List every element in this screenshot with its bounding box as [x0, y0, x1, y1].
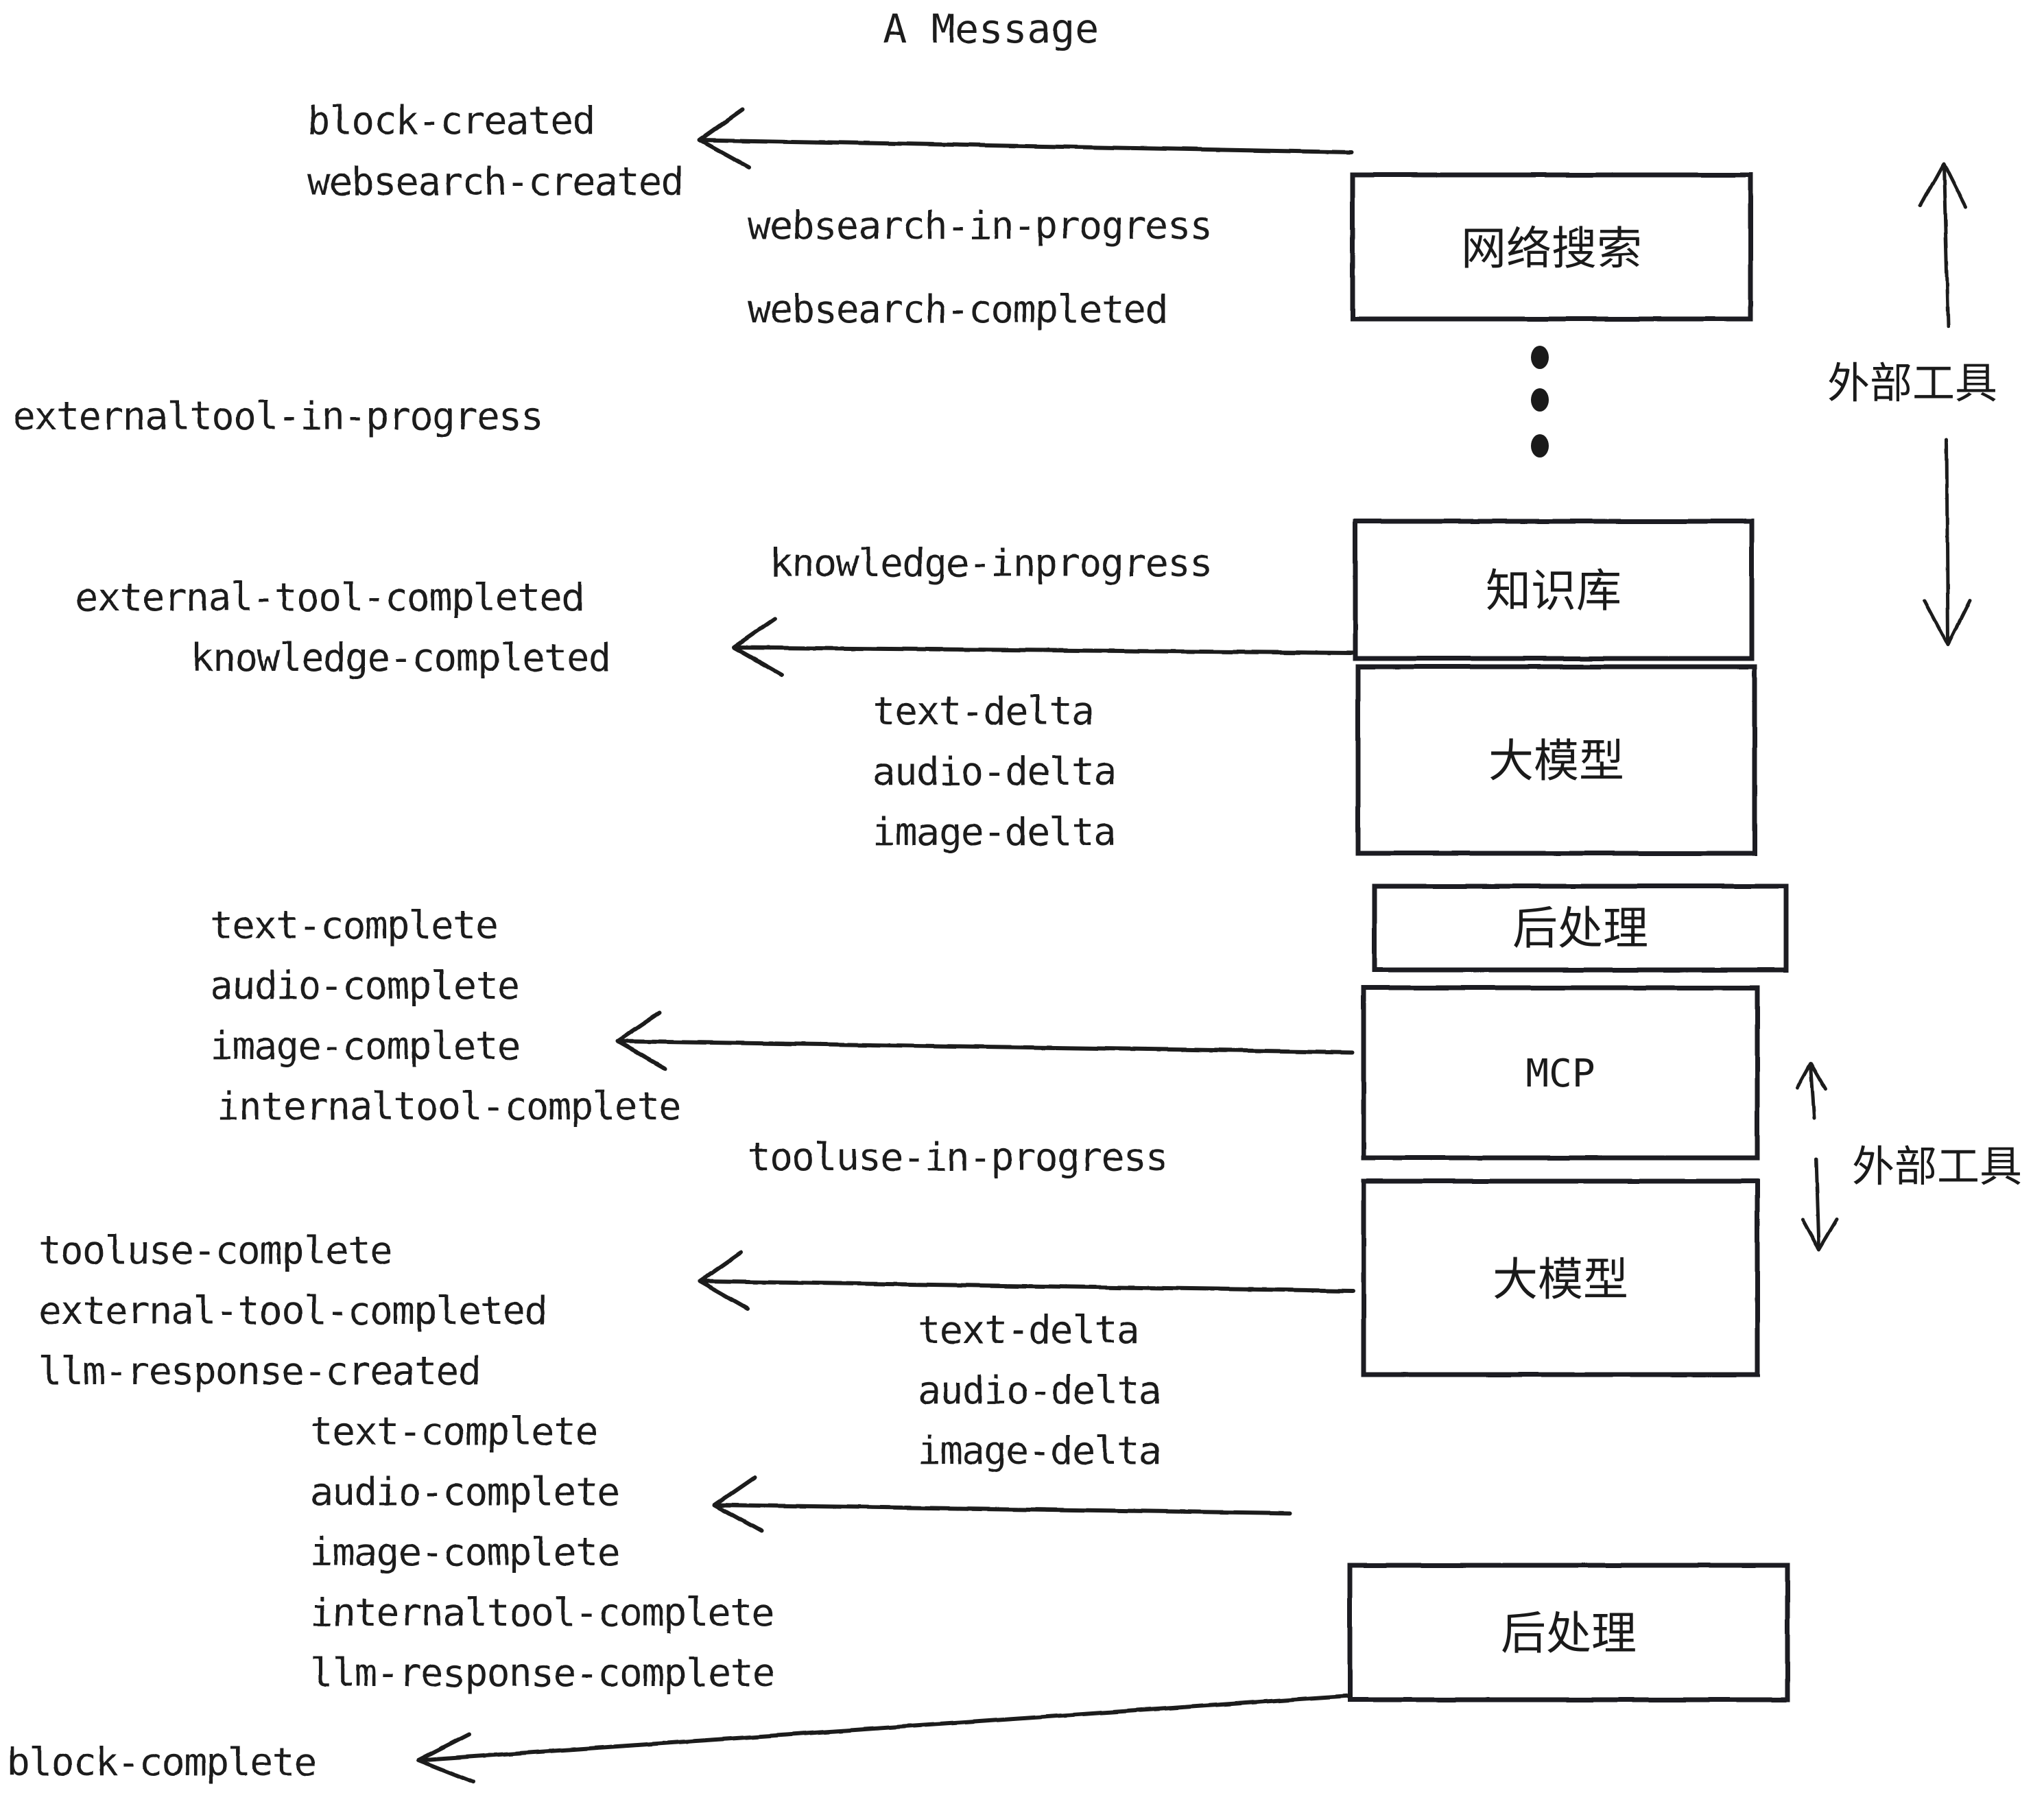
node-boxes: 网络搜索 知识库 大模型 后处理 MCP: [1347, 172, 1790, 1702]
bracket-label-external-tool-bottom: 外部工具: [1852, 1141, 2022, 1191]
event-label-text-complete-2: text-complete: [310, 1410, 597, 1454]
ellipsis-dot: [1531, 434, 1549, 458]
event-label-websearch-in-progress: websearch-in-progress: [748, 204, 1212, 248]
arrow-websearch-to-block: [698, 108, 1353, 169]
event-label-audio-complete-1: audio-complete: [210, 964, 519, 1008]
event-labels: block-created websearch-created websearc…: [7, 99, 1213, 1785]
event-label-text-delta-1: text-delta: [872, 689, 1093, 734]
side-bracket-labels: 外部工具 外部工具: [1827, 358, 2022, 1191]
box-websearch[interactable]: 网络搜索: [1350, 172, 1753, 322]
box-postprocess-1-shape: [1372, 883, 1789, 973]
vertical-ellipsis: [1531, 346, 1549, 458]
side-brackets: [1795, 161, 1972, 1252]
bracket-label-external-tool-top: 外部工具: [1827, 358, 1997, 408]
event-label-image-delta-1: image-delta: [872, 810, 1115, 855]
box-llm-1-label: 大模型: [1488, 735, 1624, 787]
box-mcp-label: MCP: [1525, 1052, 1595, 1096]
event-label-image-complete-1: image-complete: [210, 1024, 519, 1069]
event-label-block-complete: block-complete: [7, 1740, 316, 1785]
arrow-llm1-to-image: [615, 1010, 1355, 1071]
box-mcp-shape: [1361, 985, 1760, 1161]
bracket-external-tool-top: [1918, 161, 1972, 647]
flow-arrows: [416, 108, 1355, 1784]
event-label-externaltool-in-progress: externaltool-in-progress: [12, 394, 543, 439]
event-label-websearch-completed: websearch-completed: [748, 287, 1167, 332]
box-knowledge[interactable]: 知识库: [1353, 519, 1755, 661]
box-websearch-shape: [1350, 172, 1753, 322]
arrow-knowledge-to-events: [732, 617, 1355, 677]
box-llm-2-label: 大模型: [1493, 1253, 1628, 1306]
event-label-tooluse-complete: tooluse-complete: [38, 1229, 392, 1273]
event-label-external-tool-completed-2: external-tool-completed: [38, 1289, 547, 1333]
event-label-text-delta-2: text-delta: [918, 1308, 1139, 1353]
box-llm-1[interactable]: 大模型: [1355, 664, 1757, 856]
event-label-image-complete-2: image-complete: [310, 1530, 619, 1575]
box-postprocess-2-label: 后处理: [1501, 1607, 1637, 1660]
page-title-text: A Message: [883, 5, 1099, 52]
event-label-block-created: block-created: [307, 99, 595, 143]
arrow-llm2-to-audio: [713, 1475, 1292, 1533]
event-label-llm-response-created: llm-response-created: [38, 1349, 480, 1394]
bracket-external-tool-bottom: [1795, 1061, 1839, 1252]
arrow-mcp-to-tooluse: [698, 1250, 1355, 1311]
box-postprocess-2-shape: [1347, 1563, 1790, 1702]
ellipsis-dot: [1531, 346, 1549, 369]
event-label-audio-complete-2: audio-complete: [310, 1470, 619, 1515]
event-label-internaltool-complete-2: internaltool-complete: [310, 1591, 774, 1635]
event-label-websearch-created: websearch-created: [307, 160, 683, 204]
ellipsis-dot: [1531, 388, 1549, 412]
event-label-tooluse-in-progress: tooluse-in-progress: [748, 1135, 1167, 1180]
event-label-external-tool-completed-1: external-tool-completed: [75, 575, 584, 620]
box-postprocess-1[interactable]: 后处理: [1372, 883, 1789, 973]
arrow-post2-to-blockcomplete: [416, 1694, 1352, 1784]
box-knowledge-label: 知识库: [1486, 565, 1621, 617]
event-label-audio-delta-2: audio-delta: [918, 1368, 1161, 1413]
event-label-audio-delta-1: audio-delta: [872, 750, 1115, 794]
event-label-llm-response-complete: llm-response-complete: [310, 1651, 774, 1696]
box-postprocess-1-label: 后处理: [1512, 902, 1648, 955]
box-llm-1-shape: [1355, 664, 1757, 856]
page-title: A Message: [883, 5, 1099, 52]
box-postprocess-2[interactable]: 后处理: [1347, 1563, 1790, 1702]
box-llm-2-shape: [1361, 1178, 1760, 1377]
box-mcp[interactable]: MCP: [1361, 985, 1760, 1161]
event-label-knowledge-completed: knowledge-completed: [191, 636, 610, 680]
event-label-internaltool-complete-1: internaltool-complete: [217, 1084, 681, 1129]
box-knowledge-shape: [1353, 519, 1755, 661]
box-llm-2[interactable]: 大模型: [1361, 1178, 1760, 1377]
event-label-text-complete-1: text-complete: [210, 903, 497, 948]
event-label-knowledge-inprogress: knowledge-inprogress: [770, 541, 1211, 586]
box-websearch-label: 网络搜索: [1461, 222, 1642, 275]
event-label-image-delta-2: image-delta: [918, 1429, 1161, 1473]
